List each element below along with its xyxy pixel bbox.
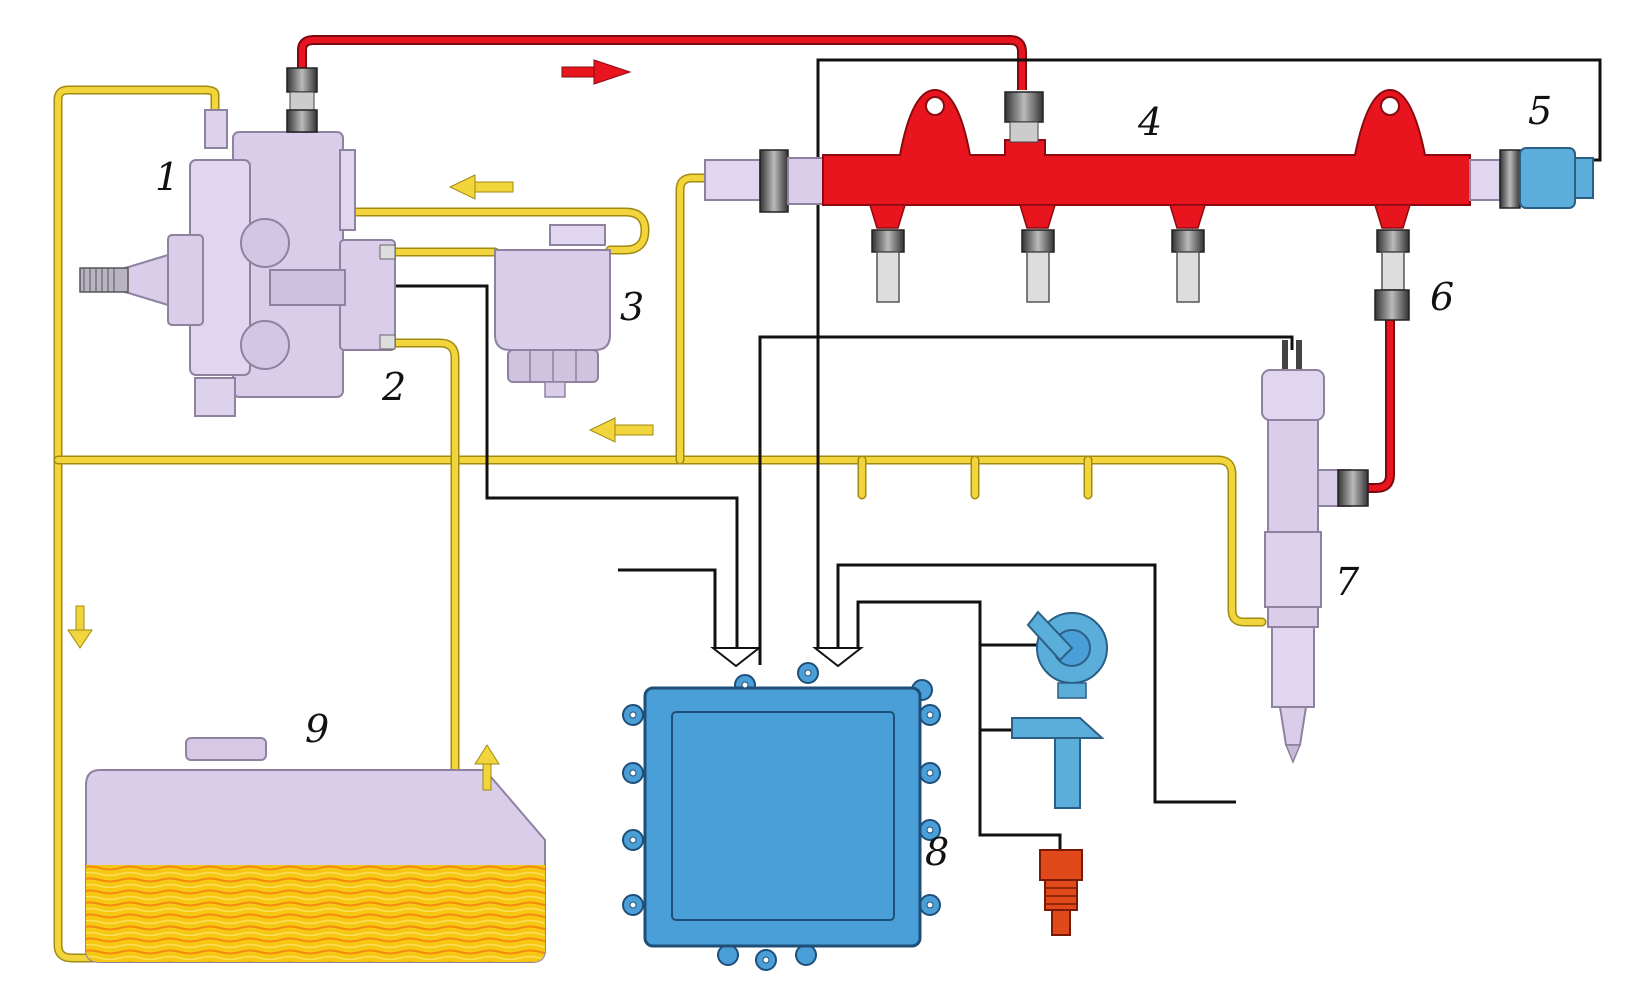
- tank-cap: [185, 737, 267, 761]
- high-pressure-lines: [297, 35, 1395, 493]
- low-pressure-lines: [53, 85, 1267, 963]
- label-rail-pressure-sensor: 5: [1528, 89, 1552, 133]
- flow-arrows: [67, 59, 654, 791]
- arrow-down-icon: [67, 605, 93, 649]
- coolant-temperature-sensor: [1039, 849, 1083, 936]
- sensor-bus-wire: [856, 600, 1062, 850]
- injector-wire: [758, 335, 1294, 665]
- pressure-regulator: [269, 269, 346, 306]
- pump-shaft: [79, 267, 129, 293]
- label-high-pressure-line: 6: [1430, 275, 1454, 319]
- rail-to-injector-line: [1360, 320, 1395, 493]
- label-fuel-filter: 3: [620, 285, 644, 329]
- rail-outlets: [868, 204, 1412, 321]
- output-wire-right: [836, 563, 1236, 804]
- arrow-left-icon: [588, 417, 654, 443]
- pump-to-rail-line: [297, 35, 1027, 90]
- arrow-up-icon: [474, 744, 500, 791]
- high-pressure-pump: [79, 67, 396, 417]
- component-labels: 1 2 3 4 5 6 7 8 9: [155, 89, 1552, 874]
- input-wire-left: [618, 568, 717, 648]
- arrow-left-icon: [448, 174, 514, 200]
- crankshaft-sensor: [1011, 717, 1105, 809]
- electrical-wires: [345, 58, 1602, 850]
- return-manifold-line: [53, 455, 1267, 627]
- regulator-wire: [345, 284, 739, 648]
- injector: [1261, 340, 1369, 764]
- fuel-tank: [85, 737, 546, 963]
- fuel-filter: [494, 224, 611, 398]
- arrow-right-icon: [561, 59, 632, 85]
- label-injector: 7: [1335, 560, 1360, 604]
- rail-return-line: [675, 173, 710, 465]
- ecu-input-connector: [710, 647, 762, 668]
- label-ecu: 8: [925, 830, 949, 874]
- ecu-output-connector: [812, 647, 864, 668]
- label-pressure-regulator: 2: [381, 365, 406, 409]
- ecu: [622, 647, 941, 971]
- rail-pressure-sensor: [1469, 147, 1594, 209]
- label-rail: 4: [1137, 100, 1162, 144]
- label-pump: 1: [155, 155, 179, 199]
- camshaft-sensor: [1026, 610, 1108, 699]
- label-fuel-tank: 9: [305, 707, 329, 751]
- common-rail: [704, 88, 1471, 321]
- fuel-level: [86, 865, 545, 962]
